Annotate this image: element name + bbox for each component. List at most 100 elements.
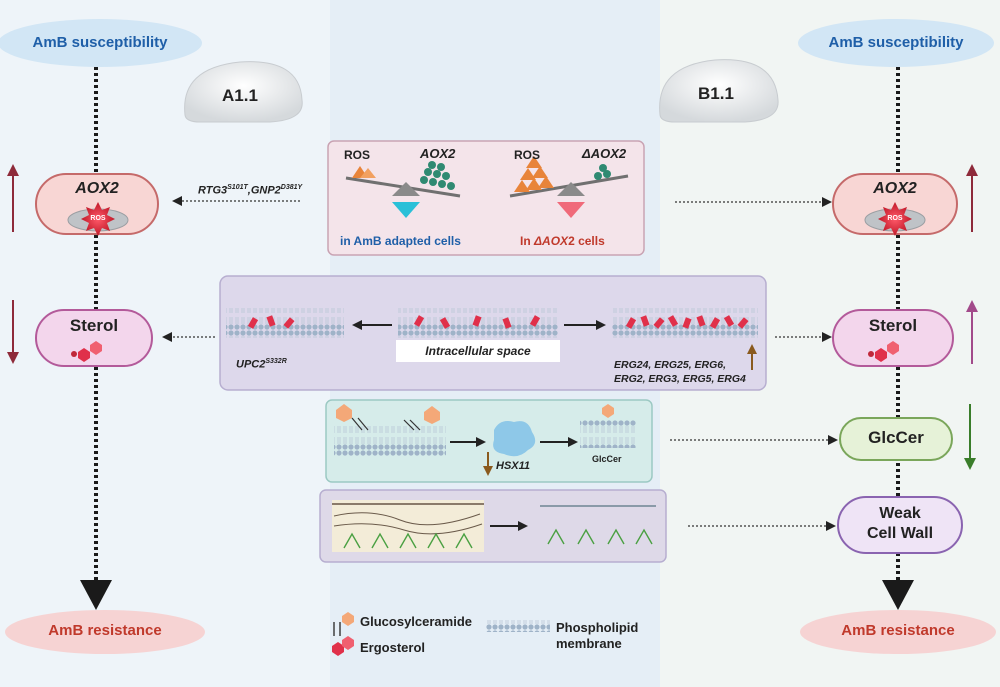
legend-ergosterol-label: Ergosterol: [360, 640, 426, 655]
caption-right-italic: ΔAOX: [534, 234, 569, 248]
right-glccer-down-arrowhead: [964, 458, 976, 470]
left-aox2-connector-head: [172, 196, 182, 206]
balance-aox2-right: ΔAOX2: [582, 146, 627, 161]
erg-genes-label: ERG24, ERG25, ERG6, ERG2, ERG3, ERG5, ER…: [614, 358, 746, 386]
membrane-right-arrowhead: [596, 320, 606, 330]
right-sterol-up-arrowhead: [966, 300, 978, 312]
left-aox2-label: AOX2: [75, 180, 119, 197]
right-sterol-icon: [875, 348, 887, 362]
left-aox2-dots: [420, 161, 455, 190]
right-sterol-label: Sterol: [868, 316, 918, 335]
balance-panel: [327, 140, 645, 256]
upc2-gene: UPC2: [236, 358, 266, 371]
cellwall-line-1: Weak: [879, 505, 921, 522]
balance-ros-right: ROS: [514, 148, 541, 162]
glucosylceramide-icons: [336, 404, 440, 431]
right-sterol-pill: [832, 309, 954, 367]
upc2-sup: S332R: [265, 358, 287, 365]
cellwall-before-fibers: [333, 512, 483, 535]
right-cellwall-label: Weak Cell Wall: [838, 504, 962, 544]
balance-caption-left: in AmB adapted cells: [340, 234, 461, 248]
left-ros-burst-icon: [81, 202, 115, 236]
glccer-product-icon: [602, 404, 614, 418]
right-sterol-icon-b: [887, 341, 899, 355]
cellwall-after-mannan: [547, 528, 653, 545]
left-up-arrowhead: [7, 164, 19, 176]
rtg3-gene: RTG3: [198, 184, 228, 197]
left-ros-tag: ROS: [90, 215, 106, 222]
caption-right-suffix: 2 cells: [568, 234, 605, 248]
hsx11-enzyme-icon: [493, 421, 536, 457]
right-aox2-up-arrowhead: [966, 164, 978, 176]
right-cellwall-pill: [837, 496, 963, 554]
cellwall-arrowhead: [518, 521, 528, 531]
erg-line-2: ERG2, ERG3, ERG5, ERG4: [614, 373, 746, 385]
right-cellwall-connector-head: [826, 521, 836, 531]
right-susceptibility-label: AmB susceptibility: [828, 34, 964, 51]
legend-phospholipid-icon: [486, 620, 550, 632]
right-ros-triangles: [514, 156, 554, 192]
left-sterol-icon-c: [71, 351, 77, 357]
legend-glucosylceramide-label: Glucosylceramide: [360, 614, 472, 629]
left-resistance-ellipse: [5, 610, 205, 654]
left-ros-triangles-b: [360, 168, 376, 178]
right-panel-label: B1.1: [698, 84, 734, 103]
right-cell-icon: [659, 59, 779, 123]
membrane-left: [226, 308, 344, 338]
erg-line-1: ERG24, ERG25, ERG6,: [614, 359, 727, 371]
cellwall-before-mannan: [343, 532, 473, 549]
membrane-left-arrowhead: [352, 320, 362, 330]
phospholipid-line-1: Phospholipid: [556, 620, 639, 635]
left-sterol-icon: [78, 348, 90, 362]
phospholipid-line-2: membrane: [556, 636, 622, 651]
left-resistance-label: AmB resistance: [48, 622, 162, 639]
glccer-panel: [325, 399, 653, 483]
left-axis-arrowhead: [80, 580, 112, 610]
right-glccer-pill: [839, 417, 953, 461]
left-scale-fulcrum: [392, 182, 420, 196]
left-scale-down-indicator: [392, 202, 420, 218]
legend-phospholipid-label: Phospholipid membrane: [556, 620, 638, 652]
gnp2-gene: GNP2: [250, 184, 281, 197]
legend-ergosterol-icon: [332, 636, 354, 656]
right-aox2-connector-head: [822, 197, 832, 207]
rtg3-sup: S101T: [227, 184, 248, 191]
left-sterol-connector-head: [162, 332, 172, 342]
caption-right-prefix: In: [520, 234, 534, 248]
left-panel-label: A1.1: [222, 86, 258, 105]
hsx11-down-arrowhead: [483, 466, 493, 476]
right-aox2-dots: [594, 164, 611, 180]
right-ros-tag: ROS: [887, 215, 903, 222]
glccer-membrane-left: [334, 426, 446, 456]
upc2-mutation-label: UPC2S332R: [236, 358, 287, 371]
glccer-arrow-1-head: [476, 437, 486, 447]
right-glccer-label: GlcCer: [868, 428, 924, 447]
legend-glucosylceramide-icon: [333, 612, 354, 636]
right-resistance-ellipse: [800, 610, 996, 654]
right-susceptibility-ellipse: [798, 19, 994, 67]
right-scale-down-indicator: [557, 202, 585, 218]
intracellular-box: [396, 340, 560, 362]
left-susceptibility-ellipse: [0, 19, 202, 67]
balance-aox2-left: AOX2: [420, 146, 456, 161]
intracellular-label: Intracellular space: [425, 344, 531, 358]
right-sterol-icon-c: [868, 351, 874, 357]
right-glccer-connector-head: [828, 435, 838, 445]
left-sterol-pill: [35, 309, 153, 367]
left-cell-icon: [184, 61, 303, 123]
glccer-arrow-2-head: [568, 437, 578, 447]
right-ros-burst-icon: [878, 202, 912, 236]
cellwall-before-box: [332, 500, 484, 552]
erg-up-arrowhead: [747, 344, 757, 354]
right-scale-fulcrum: [557, 182, 585, 196]
left-susceptibility-label: AmB susceptibility: [32, 34, 168, 51]
membrane-ergosterol-icons: [247, 315, 749, 329]
left-sterol-icon-b: [90, 341, 102, 355]
hsx11-label: HSX11: [496, 460, 531, 472]
balance-ros-left: ROS: [344, 148, 371, 162]
glccer-product-label: GlcCer: [592, 454, 622, 464]
right-resistance-label: AmB resistance: [841, 622, 955, 639]
cellwall-line-2: Cell Wall: [866, 525, 934, 542]
